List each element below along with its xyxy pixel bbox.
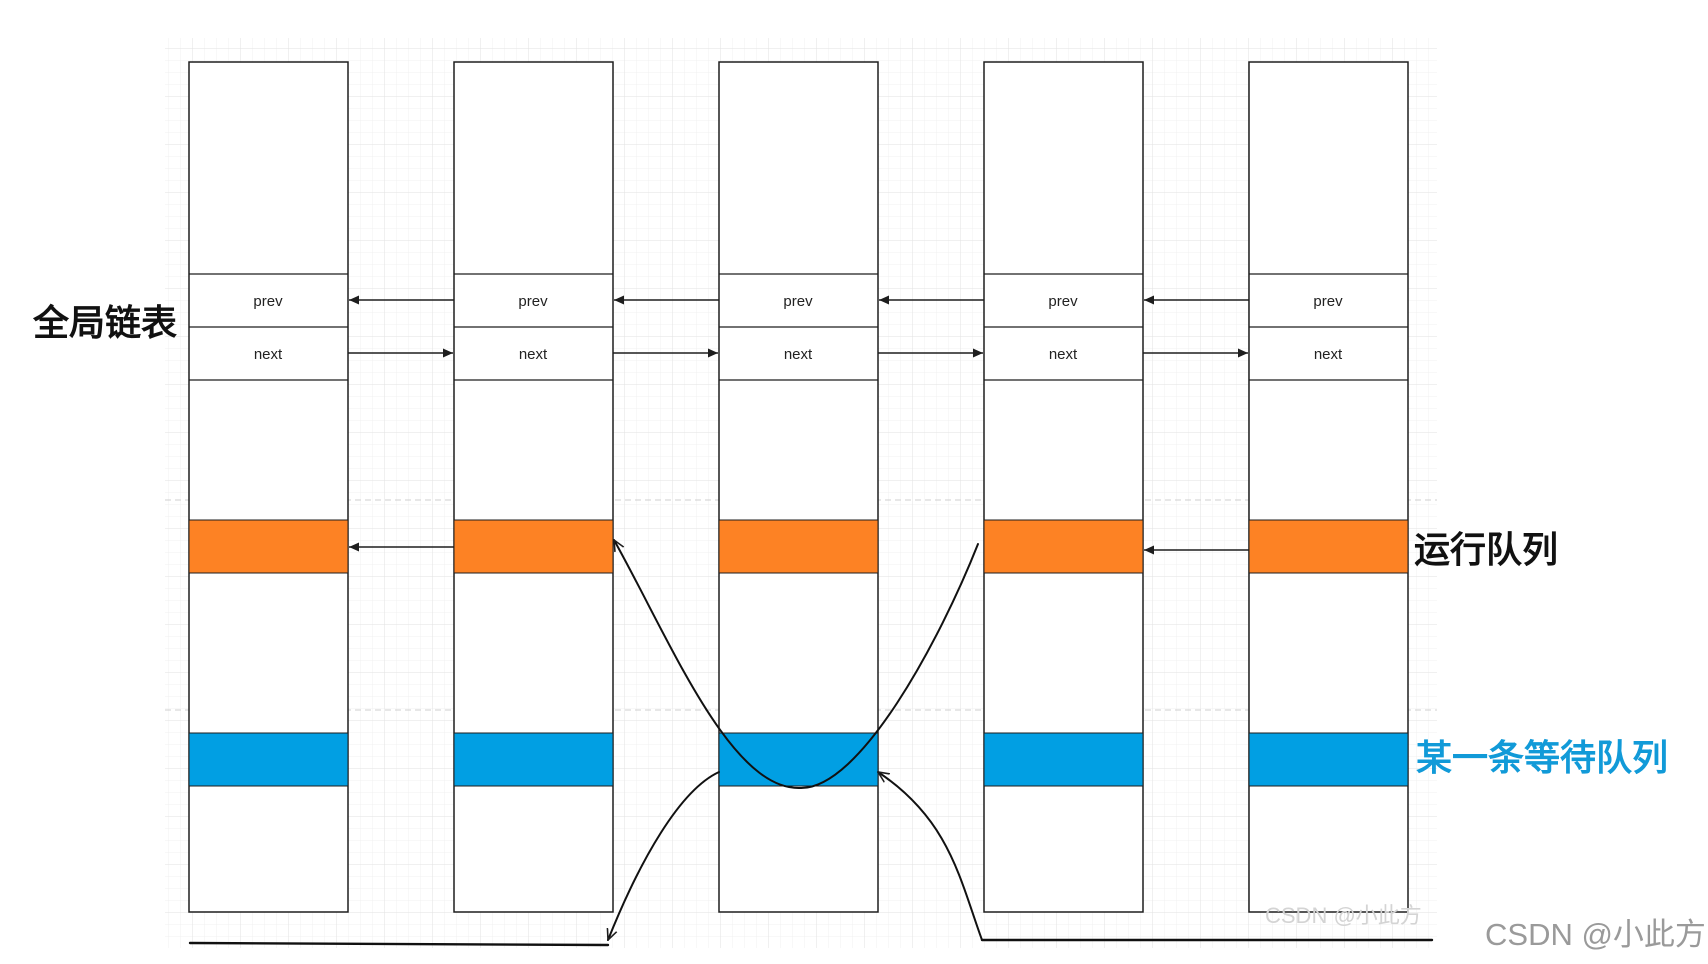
- next-field: next: [519, 346, 548, 363]
- next-field: next: [1049, 346, 1078, 363]
- watermark-faint: CSDN @小此方: [1265, 903, 1422, 928]
- curve-wait-to-left: [608, 771, 720, 940]
- curve-bottom-to-wait: [878, 772, 983, 941]
- watermark-main: CSDN @小此方: [1485, 917, 1706, 952]
- curved-arrows: [188, 540, 1434, 947]
- prev-field: prev: [1313, 293, 1343, 310]
- run-queue-arrows: [349, 542, 1249, 555]
- wait-queue-field: [453, 732, 614, 787]
- run-queue-field: [453, 519, 614, 574]
- prev-field: prev: [1048, 293, 1078, 310]
- run-queue-field: [983, 519, 1144, 574]
- task-node-5: prev next: [1248, 61, 1409, 913]
- next-field: next: [784, 346, 813, 363]
- bottom-line-left: [188, 941, 610, 947]
- wait-queue-field: [188, 732, 349, 787]
- run-queue-label: 运行队列: [1414, 530, 1558, 571]
- run-queue-field: [188, 519, 349, 574]
- next-field: next: [254, 346, 283, 363]
- wait-queue-field: [983, 732, 1144, 787]
- run-queue-field: [718, 519, 879, 574]
- wait-queue-label: 某一条等待队列: [1416, 738, 1668, 779]
- task-node-1: prev next: [188, 61, 349, 913]
- task-node-3: prev next: [718, 61, 879, 913]
- global-list-label: 全局链表: [32, 302, 177, 344]
- next-field: next: [1314, 346, 1343, 363]
- prev-field: prev: [518, 293, 548, 310]
- run-queue-field: [1248, 519, 1409, 574]
- prev-field: prev: [783, 293, 813, 310]
- curve-wait-to-run: [613, 540, 979, 790]
- prev-field: prev: [253, 293, 283, 310]
- task-node-2: prev next: [453, 61, 614, 913]
- task-node-4: prev next: [983, 61, 1144, 913]
- wait-queue-field: [1248, 732, 1409, 787]
